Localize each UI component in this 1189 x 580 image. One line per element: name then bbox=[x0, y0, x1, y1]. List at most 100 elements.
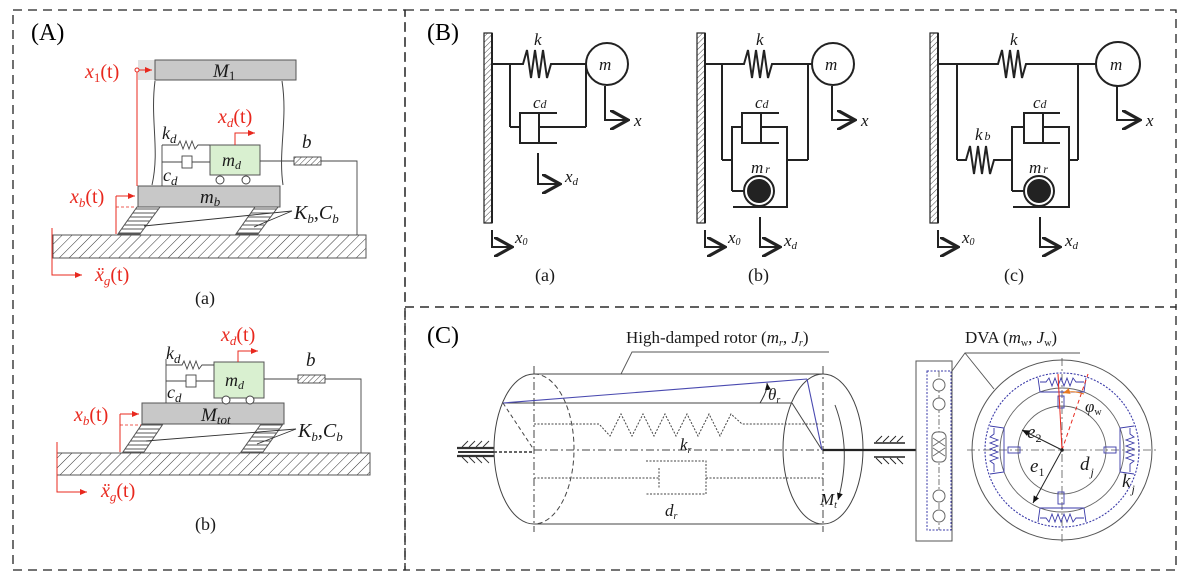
xd-label: xd(t) bbox=[217, 106, 252, 130]
inerter-link-b bbox=[325, 378, 362, 453]
k-label-ba: k bbox=[534, 30, 542, 49]
xd-label-ba: xd bbox=[564, 167, 579, 188]
inerter-label-b: b bbox=[306, 350, 316, 371]
left-end-front bbox=[493, 373, 535, 525]
damper-dr-housing bbox=[646, 460, 707, 495]
unit-right-damper bbox=[1103, 446, 1117, 454]
x-arrow-b bbox=[831, 86, 855, 120]
x0-label-ba: x0 bbox=[514, 228, 528, 248]
left-end-back bbox=[533, 373, 575, 525]
damper-mass-md-b bbox=[213, 361, 265, 399]
cd-damper bbox=[181, 155, 193, 169]
phi-solid-ref bbox=[1057, 373, 1063, 451]
unit-right-frame bbox=[1119, 425, 1135, 475]
xd-arrow-ba bbox=[537, 153, 560, 184]
unit-bottom-frame bbox=[1037, 507, 1087, 523]
xg-arrow bbox=[51, 228, 82, 278]
unit-bottom-damper bbox=[1057, 491, 1065, 505]
k-label-bb: k bbox=[756, 30, 764, 49]
unit-left-damper bbox=[1007, 446, 1021, 454]
wheel-1 bbox=[215, 175, 225, 185]
panel-b-label: (B) bbox=[427, 20, 459, 46]
panel-c-label: (C) bbox=[427, 323, 459, 349]
column-right-a bbox=[281, 80, 285, 186]
kd-spring-b bbox=[166, 359, 214, 371]
rotor-title-leader bbox=[620, 351, 829, 375]
xd-arrow bbox=[234, 130, 255, 145]
dva-title-leader-2 bbox=[964, 352, 995, 390]
xb-label-b: xb(t) bbox=[73, 404, 108, 428]
xb-label: xb(t) bbox=[69, 186, 104, 210]
top-mass-m1 bbox=[154, 59, 297, 81]
phi-label: φw bbox=[1085, 397, 1102, 418]
panel-b-border bbox=[404, 9, 1177, 308]
m-label-bb: m bbox=[825, 55, 837, 74]
isolator-label-b: Kb,Cb bbox=[297, 420, 343, 444]
ground-b bbox=[56, 452, 371, 476]
shaft-right bbox=[823, 435, 917, 465]
rotor-title: High-damped rotor (mr, Jr) bbox=[626, 328, 809, 349]
wall-a bbox=[483, 32, 493, 224]
panel-c: (C) High-damped rotor (mr, Jr) bbox=[427, 323, 1157, 542]
wall-b bbox=[696, 32, 706, 224]
mass-m-b bbox=[811, 42, 855, 86]
x0-label-bc: x0 bbox=[961, 228, 975, 248]
unit-left-spring bbox=[988, 428, 1000, 472]
x1-arrow bbox=[136, 67, 152, 186]
mt-label: Mt bbox=[819, 490, 837, 511]
spring-k-c bbox=[994, 49, 1096, 79]
right-bearing-hatch-top bbox=[875, 435, 904, 443]
xd-arrow-bb bbox=[759, 217, 780, 247]
spring-k-b bbox=[741, 49, 812, 79]
xd-label-bb: xd bbox=[783, 231, 798, 252]
left-radius bbox=[502, 402, 535, 451]
base-mass-mb bbox=[137, 185, 281, 208]
caption-a-b: (b) bbox=[195, 514, 216, 535]
base-mass-mtot bbox=[141, 402, 285, 425]
dva-side-ball-2 bbox=[932, 397, 946, 411]
panel-a-border bbox=[12, 9, 406, 571]
panel-borders bbox=[12, 9, 1177, 571]
damper-cd-c bbox=[1023, 112, 1044, 144]
base-mass-label: mb bbox=[200, 187, 221, 209]
isolator-right-b bbox=[240, 423, 284, 453]
isolator-leader-2 bbox=[253, 210, 293, 228]
dr-label: dr bbox=[665, 501, 678, 522]
inerter-b bbox=[293, 156, 322, 166]
e1-arrow bbox=[1032, 449, 1063, 504]
wheel-b2 bbox=[245, 395, 255, 405]
xg-label: ẍg(t) bbox=[94, 264, 129, 288]
right-radius-ref bbox=[791, 402, 823, 451]
dva-side-spring-block bbox=[931, 431, 947, 463]
xd-label-bc: xd bbox=[1064, 231, 1079, 252]
theta-label: θr bbox=[768, 385, 780, 406]
kr-label: kr bbox=[680, 435, 692, 456]
xd-label-b: xd(t) bbox=[220, 324, 255, 348]
x-label-bc: x bbox=[1145, 111, 1154, 130]
left-bearing-hatch-top bbox=[461, 440, 490, 448]
isolator-right-a bbox=[235, 206, 279, 235]
x1-label: x1(t) bbox=[84, 61, 119, 85]
phi-arc bbox=[1062, 388, 1085, 395]
cd-damper-b bbox=[185, 374, 197, 388]
right-bearing-hatch-bot bbox=[875, 457, 904, 465]
panel-a-sub-a: M1 mb Kb,Cb md kd cd bbox=[51, 59, 367, 309]
x1-dot bbox=[134, 67, 140, 73]
ground-a bbox=[52, 234, 367, 259]
rotor-mr-b bbox=[747, 179, 771, 203]
caption-b-a: (a) bbox=[535, 265, 555, 286]
cd-label: cd bbox=[163, 165, 178, 188]
cd-label-ba: cd bbox=[533, 93, 548, 112]
bc-frame-left bbox=[1011, 126, 1024, 191]
unit-top-damper bbox=[1057, 395, 1065, 409]
dva-side-ball-4 bbox=[932, 509, 946, 523]
torque-arrow bbox=[834, 404, 845, 501]
damper-mass-label-b: md bbox=[225, 370, 245, 392]
damper-mass-label: md bbox=[222, 150, 242, 172]
panel-b-sub-a bbox=[483, 32, 628, 247]
panel-a-sub-b: Mtot Kb,Cb md kd cd b xd(t) bbox=[56, 324, 371, 535]
isolator-leader-b2 bbox=[256, 428, 297, 445]
kj-label: kj bbox=[1122, 471, 1135, 496]
